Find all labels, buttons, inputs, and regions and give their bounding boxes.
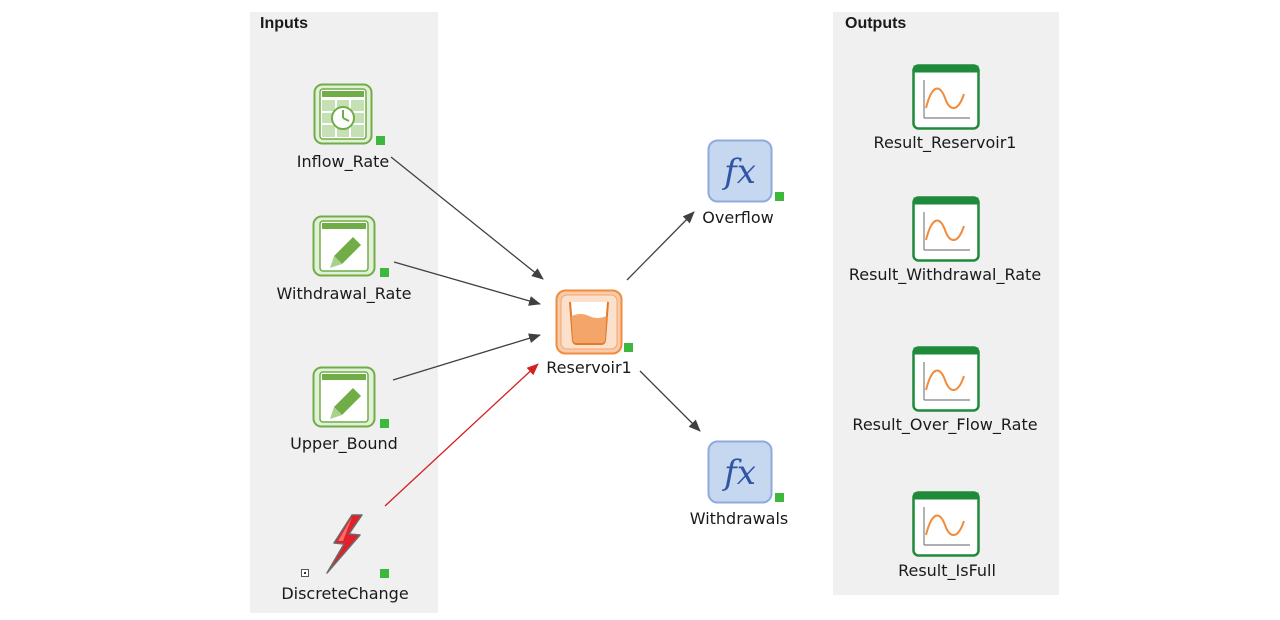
status-indicator bbox=[380, 268, 389, 277]
node-label: Withdrawals bbox=[689, 509, 789, 528]
inputs-panel-title: Inputs bbox=[260, 15, 308, 32]
outputs-panel-title: Outputs bbox=[845, 15, 907, 32]
status-indicator bbox=[380, 569, 389, 578]
function-icon: fx bbox=[707, 139, 773, 203]
node-label: Upper_Bound bbox=[290, 434, 398, 453]
node-label: Result_Reservoir1 bbox=[873, 133, 1017, 152]
edit-data-icon bbox=[312, 366, 376, 428]
expand-toggle-icon[interactable] bbox=[301, 569, 309, 577]
lightning-bolt-icon bbox=[326, 514, 363, 574]
fx-symbol: fx bbox=[721, 152, 756, 192]
link-upperbound-to-reservoir[interactable] bbox=[392, 333, 541, 381]
link-reservoir-to-withdrawals[interactable] bbox=[639, 370, 701, 432]
status-indicator bbox=[775, 493, 784, 502]
node-label: Result_Withdrawal_Rate bbox=[848, 265, 1042, 284]
link-inflow-to-reservoir[interactable] bbox=[390, 156, 544, 280]
status-indicator bbox=[624, 343, 633, 352]
result-chart-icon bbox=[912, 196, 980, 262]
node-label: Inflow_Rate bbox=[296, 152, 390, 171]
result-chart-icon bbox=[912, 346, 980, 412]
link-withdrawal-to-reservoir[interactable] bbox=[393, 261, 541, 306]
status-indicator bbox=[775, 192, 784, 201]
node-label: Overflow bbox=[702, 208, 774, 227]
timeseries-table-icon bbox=[313, 83, 373, 145]
function-icon: fx bbox=[707, 440, 773, 504]
node-label: DiscreteChange bbox=[281, 584, 409, 603]
link-reservoir-to-overflow[interactable] bbox=[626, 211, 695, 281]
status-indicator bbox=[376, 136, 385, 145]
link-discretechange-to-reservoir[interactable] bbox=[384, 363, 539, 507]
node-label: Reservoir1 bbox=[546, 358, 632, 377]
node-label: Result_IsFull bbox=[898, 561, 996, 580]
edit-data-icon bbox=[312, 215, 376, 277]
reservoir-icon bbox=[555, 289, 623, 355]
node-label: Result_Over_Flow_Rate bbox=[852, 415, 1038, 434]
result-chart-icon bbox=[912, 491, 980, 557]
status-indicator bbox=[380, 419, 389, 428]
node-label: Withdrawal_Rate bbox=[276, 284, 412, 303]
result-chart-icon bbox=[912, 64, 980, 130]
fx-symbol: fx bbox=[721, 453, 756, 493]
